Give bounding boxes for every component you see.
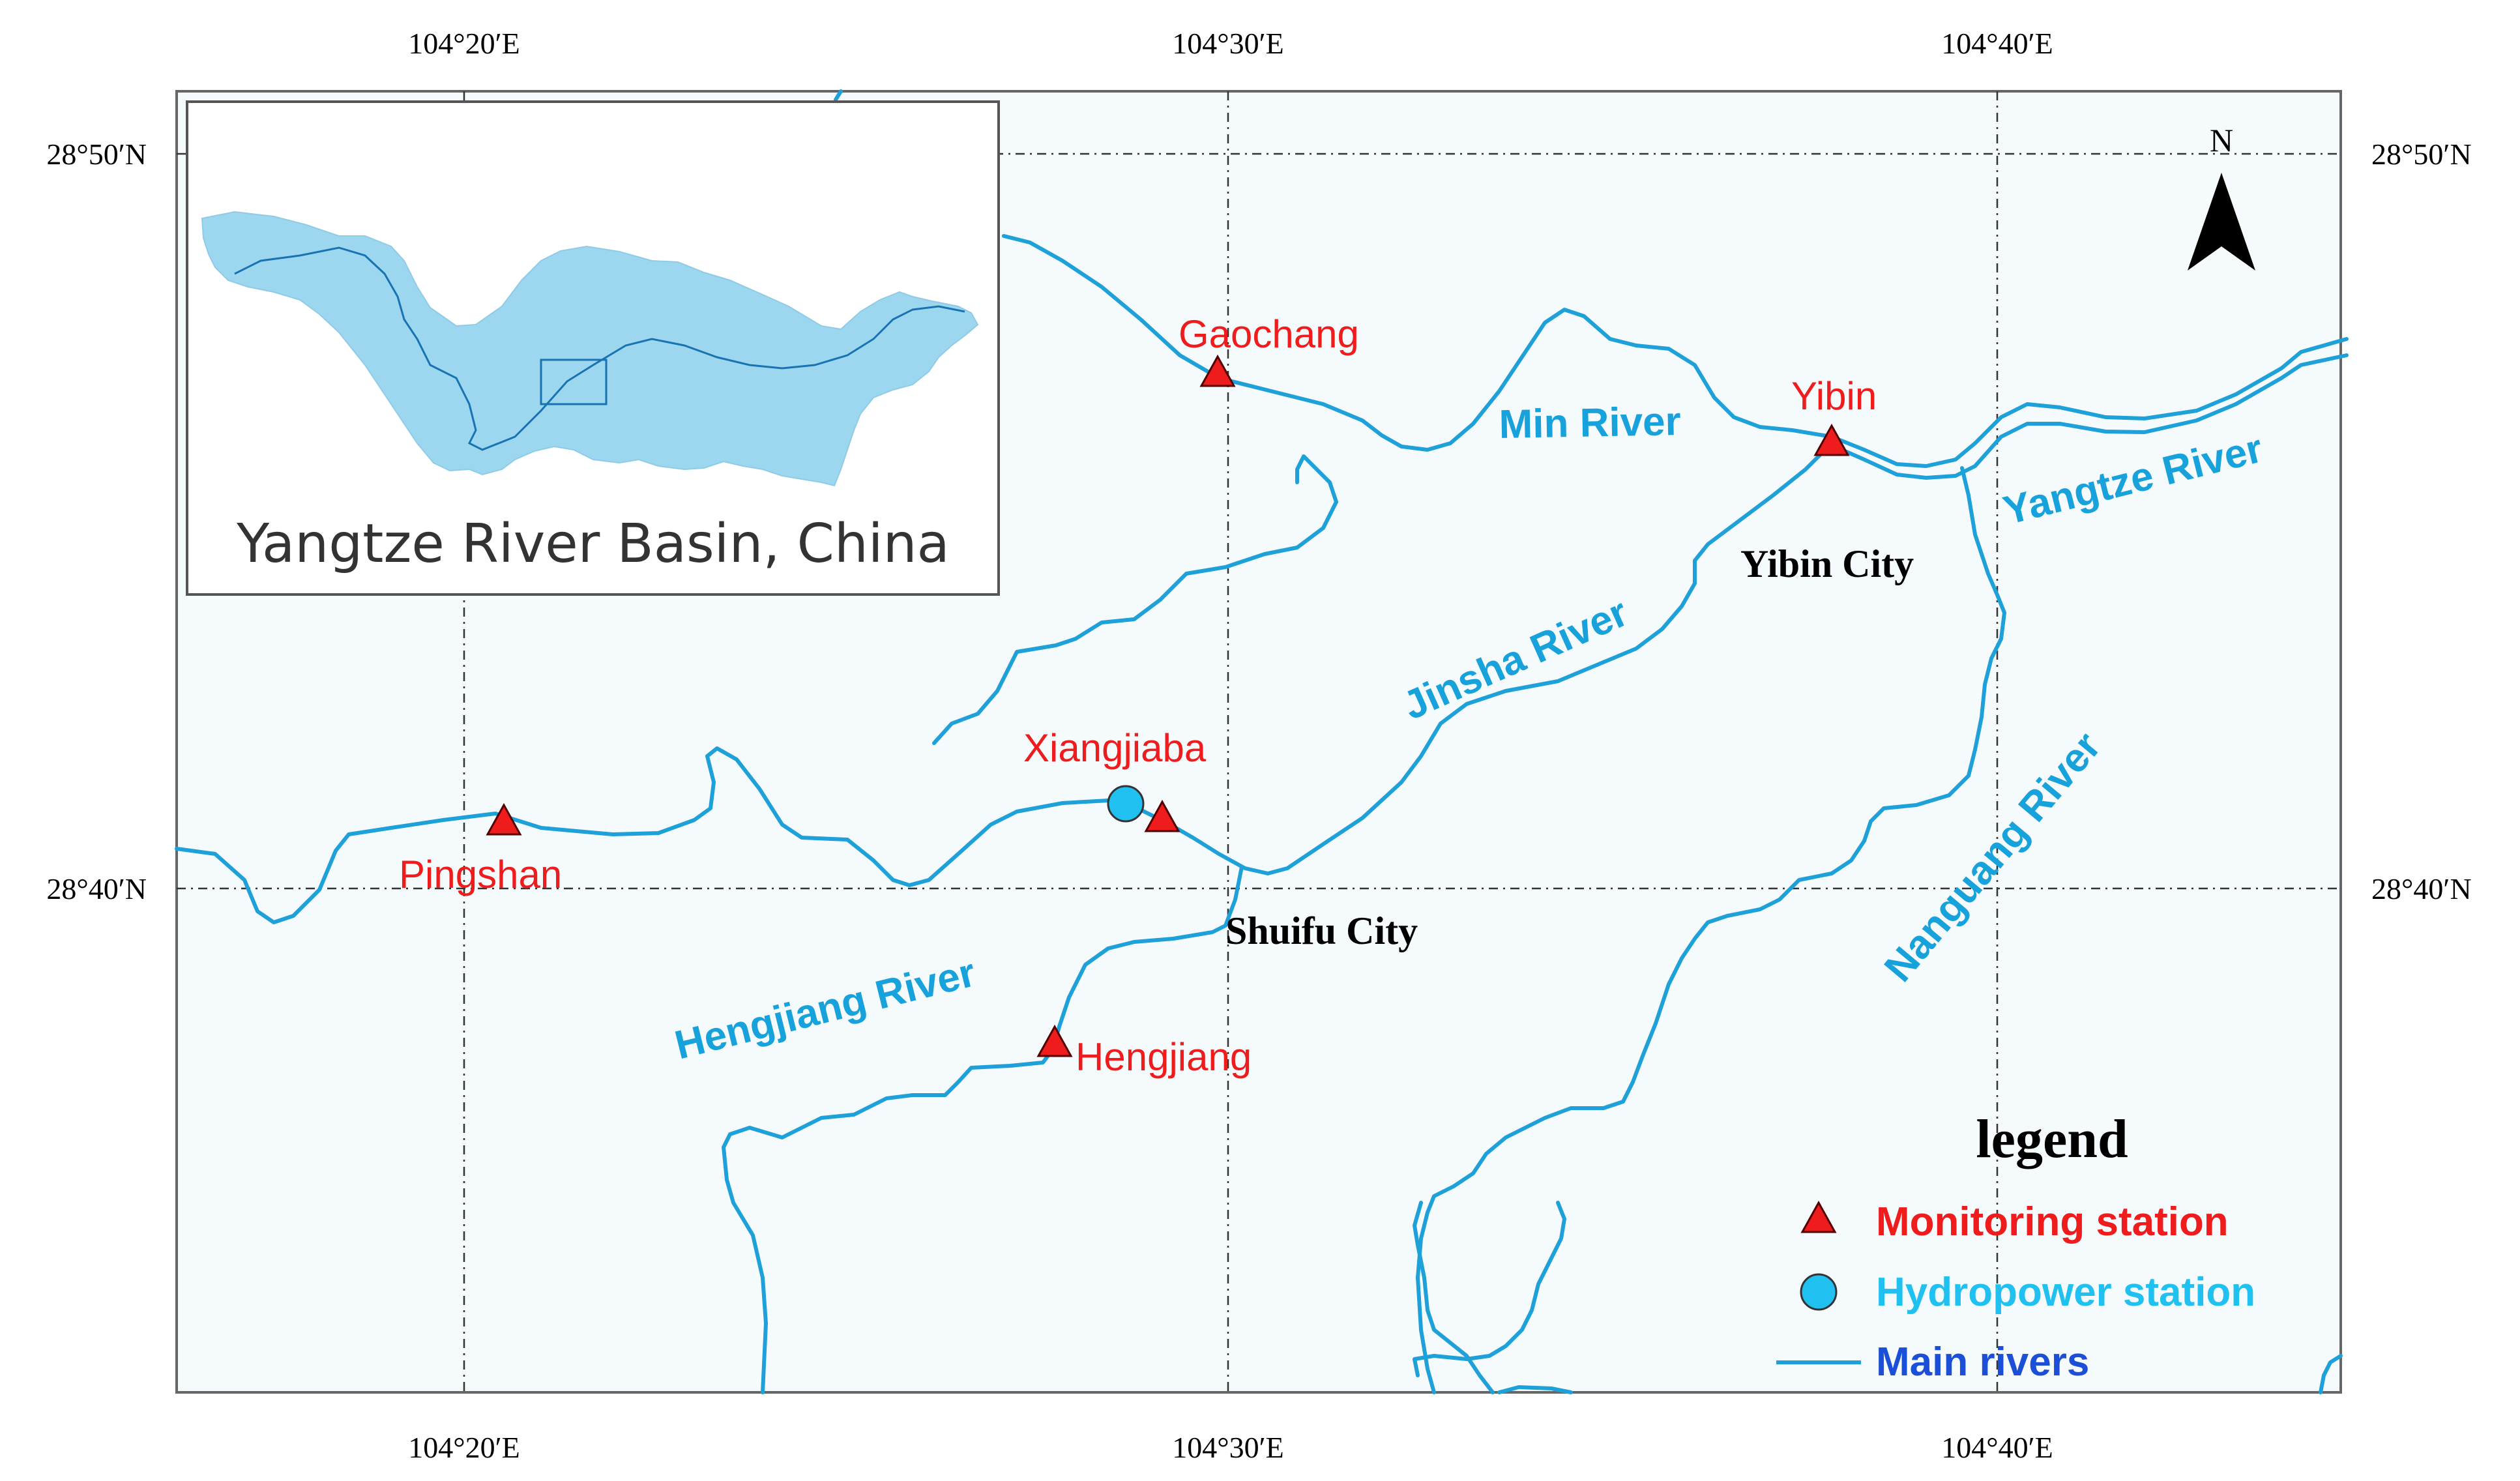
- lat-label-right-28-40: 28°40′N: [2371, 872, 2472, 905]
- legend-hydropower-icon: [1800, 1273, 1838, 1311]
- nanguang-tributary-west: [1413, 1201, 1566, 1377]
- legend-title: legend: [1976, 1109, 2128, 1169]
- legend-monitoring-icon: [1800, 1200, 1837, 1233]
- station-marker-hengjiang: [1036, 1024, 1073, 1057]
- station-label-xiangjiaba: Xiangjiaba: [1023, 726, 1207, 770]
- lon-label-bottom-104-20: 104°20′E: [408, 1431, 520, 1464]
- hengjiang-river-line: [722, 865, 1244, 1394]
- hydropower-marker-xiangjiaba: [1107, 785, 1145, 823]
- min-river-line: [1002, 234, 1834, 452]
- inset-yangtze-mainstem: [234, 246, 965, 451]
- inset-map: Yangtze River Basin, China: [186, 100, 1000, 596]
- inset-study-area-box: [540, 359, 608, 405]
- station-marker-yibin: [1813, 423, 1850, 456]
- station-label-yibin: Yibin: [1791, 374, 1877, 418]
- lon-label-bottom-104-40: 104°40′E: [1941, 1431, 2053, 1464]
- lon-label-top-104-30: 104°30′E: [1172, 27, 1284, 60]
- inset-title: Yangtze River Basin, China: [236, 513, 950, 575]
- coordinate-labels: 104°20′E 104°30′E 104°40′E 104°20′E 104°…: [46, 27, 2471, 1464]
- legend-hydropower-label: Hydropower station: [1876, 1270, 2255, 1315]
- station-marker-xiangjiaba: [1144, 799, 1180, 832]
- station-marker-gaochang: [1199, 354, 1236, 387]
- yangtze-river-line-south: [1830, 353, 2349, 480]
- legend: legend Monitoring station Hydropower sta…: [1776, 1109, 2255, 1385]
- station-label-pingshan: Pingshan: [399, 853, 562, 896]
- nanguang-tributary-south: [1413, 1201, 1495, 1394]
- city-label-shuifu: Shuifu City: [1225, 909, 1418, 952]
- legend-rivers-label: Main rivers: [1876, 1340, 2089, 1385]
- lat-label-left-28-40: 28°40′N: [46, 872, 147, 905]
- north-arrow: N: [2188, 122, 2255, 271]
- bottom-edge-river: [1497, 1385, 1573, 1394]
- min-tributary: [932, 454, 1338, 745]
- city-label-yibin: Yibin City: [1740, 542, 1914, 585]
- yangtze-basin-shape: [201, 211, 979, 487]
- lon-label-top-104-20: 104°20′E: [408, 27, 520, 60]
- min-tributary-north: [834, 89, 843, 102]
- lat-label-left-28-50: 28°50′N: [46, 138, 147, 171]
- lon-label-bottom-104-30: 104°30′E: [1172, 1431, 1284, 1464]
- southeast-river-line: [2319, 1354, 2343, 1394]
- monitoring-stations: Gaochang Yibin Xiangjiaba Pingshan Hengj…: [399, 312, 1877, 1079]
- river-network: [175, 89, 2349, 1394]
- lon-label-top-104-40: 104°40′E: [1941, 27, 2053, 60]
- jinsha-river-line: [175, 435, 1834, 924]
- yangtze-river-line-north: [1830, 337, 2349, 468]
- station-marker-pingshan: [486, 802, 522, 836]
- north-arrow-icon: [2188, 173, 2255, 271]
- lat-label-right-28-50: 28°50′N: [2371, 138, 2472, 171]
- river-label-min: Min River: [1499, 399, 1681, 447]
- station-label-gaochang: Gaochang: [1179, 312, 1359, 356]
- station-label-hengjiang: Hengjiang: [1076, 1035, 1252, 1079]
- north-label: N: [2210, 122, 2233, 158]
- nanguang-river-line: [1416, 466, 2006, 1394]
- legend-monitoring-label: Monitoring station: [1876, 1199, 2229, 1244]
